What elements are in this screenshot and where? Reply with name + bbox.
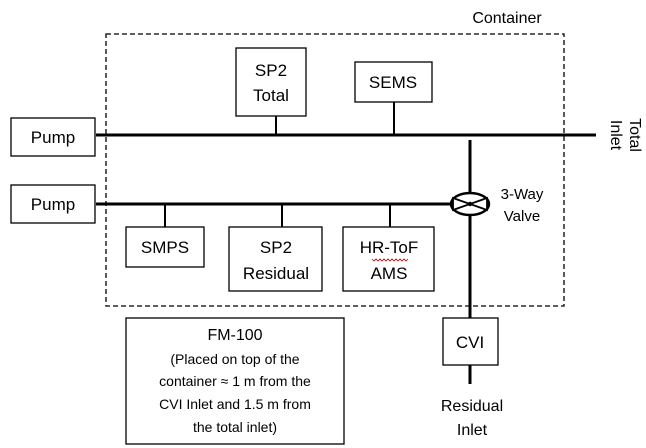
valve-label-line2: Valve [504, 208, 540, 225]
valve-label-line1: 3-Way [501, 186, 544, 203]
pump-bottom-label: Pump [31, 195, 75, 214]
fm100-box [125, 317, 345, 445]
three-way-valve-icon [449, 191, 491, 217]
sp2-total-label-line2: Total [253, 86, 289, 105]
total-inlet-label-line1: Total [626, 118, 643, 152]
container-label: Container [472, 10, 542, 27]
residual-inlet-label-line1: Residual [441, 398, 503, 415]
sp2-total-box [235, 47, 307, 117]
residual-inlet-label-line2: Inlet [457, 422, 488, 439]
fm100-note-line4: the total inlet) [193, 419, 277, 435]
sems-label: SEMS [369, 73, 417, 92]
pump-bottom-box [10, 184, 96, 224]
fm100-note-line3: CVI Inlet and 1.5 m from [159, 396, 311, 412]
container-boundary [105, 33, 565, 307]
sp2-residual-label-line2: Residual [243, 264, 309, 283]
cvi-label: CVI [456, 333, 484, 352]
sp2-residual-label-line1: SP2 [260, 238, 292, 257]
spellcheck-underline [371, 258, 409, 262]
sp2-residual-box [228, 226, 323, 292]
hrtof-label-line2: AMS [371, 264, 408, 283]
fm100-title: FM-100 [207, 327, 262, 344]
sems-box [354, 61, 433, 103]
cvi-box [442, 317, 499, 366]
fm100-note-line1: (Placed on top of the [170, 351, 299, 367]
smps-label: SMPS [141, 238, 189, 257]
pump-top-label: Pump [31, 128, 75, 147]
pump-top-box [10, 117, 96, 157]
hrtof-label-line1: HR-ToF [360, 238, 419, 257]
sp2-total-label-line1: SP2 [255, 61, 287, 80]
total-inlet-label-line2: Inlet [607, 120, 624, 151]
fm100-note-line2: container ≈ 1 m from the [159, 373, 311, 389]
smps-box [125, 226, 205, 268]
